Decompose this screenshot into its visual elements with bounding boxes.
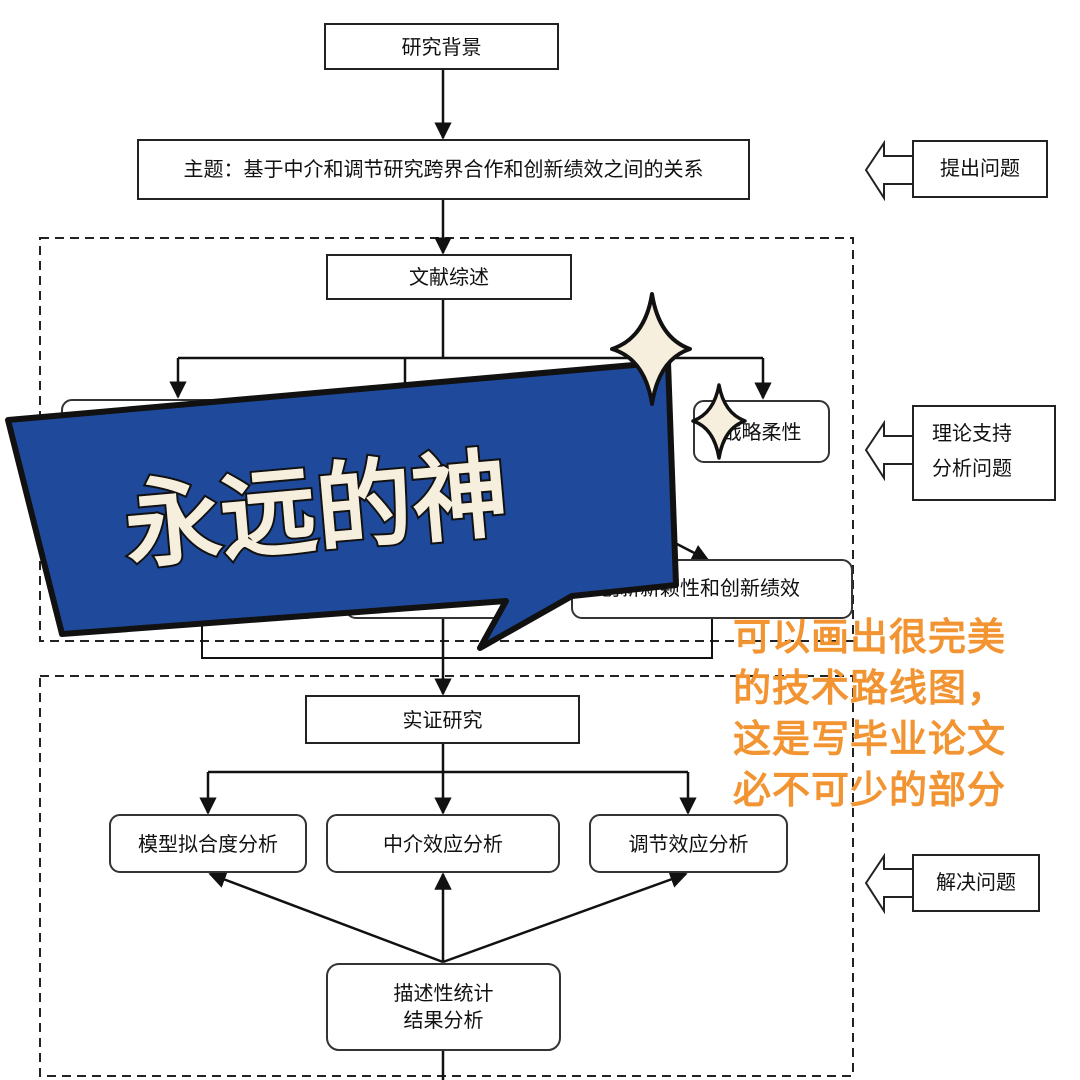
node-background: 研究背景	[324, 23, 559, 70]
node-empirical: 实证研究	[305, 695, 580, 744]
node-hidden-bottom-mid	[345, 559, 541, 619]
arrow-desc-to-moderation	[442, 871, 688, 964]
node-moderation: 调节效应分析	[589, 814, 788, 873]
side-raise-question: 提出问题	[864, 139, 1048, 202]
node-background-label: 研究背景	[402, 35, 482, 59]
node-theme-label: 主题：基于中介和调节研究跨界合作和创新绩效之间的关系	[184, 157, 704, 181]
node-model-fit-label: 模型拟合度分析	[138, 832, 278, 856]
hollow-left-arrow-icon	[864, 852, 914, 915]
arrow-desc-to-model-fit	[208, 871, 444, 964]
node-theme: 主题：基于中介和调节研究跨界合作和创新绩效之间的关系	[137, 139, 750, 200]
node-descriptive-stats-line2: 结果分析	[404, 1008, 484, 1032]
node-mediation: 中介效应分析	[326, 814, 560, 873]
node-hidden-bottom-left	[201, 559, 317, 619]
node-hidden-left	[61, 399, 263, 461]
node-model-fit: 模型拟合度分析	[109, 814, 307, 873]
node-strategic-flexibility-label: 战略柔性	[722, 420, 802, 444]
node-innovation-novelty-label: 创新新颖性和创新绩效	[600, 576, 800, 600]
caption-text: 可以画出很完美 的技术路线图， 这是写毕业论文 必不可少的部分	[733, 615, 1007, 812]
side-theory-support-line1: 理论支持	[932, 421, 1012, 445]
line-bottom-bracket	[201, 618, 713, 659]
empirical-section-frame	[39, 675, 854, 1077]
node-mediation-label: 中介效应分析	[383, 832, 503, 856]
node-literature-label: 文献综述	[409, 265, 489, 289]
side-solve-question: 解决问题	[864, 852, 1040, 915]
side-theory-support-line2: 分析问题	[932, 456, 1012, 480]
node-empirical-label: 实证研究	[403, 708, 483, 732]
node-moderation-label: 调节效应分析	[629, 832, 749, 856]
hollow-left-arrow-icon	[864, 139, 914, 202]
arrow-to-novelty	[639, 523, 710, 562]
node-literature: 文献综述	[326, 254, 572, 300]
side-raise-question-label: 提出问题	[940, 156, 1020, 180]
node-descriptive-stats: 描述性统计 结果分析	[326, 963, 561, 1051]
side-theory-support: 理论支持 分析问题	[864, 405, 1056, 501]
side-solve-question-label: 解决问题	[936, 870, 1016, 894]
node-innovation-novelty: 创新新颖性和创新绩效	[571, 559, 853, 619]
node-descriptive-stats-line1: 描述性统计	[394, 981, 494, 1005]
node-strategic-flexibility: 战略柔性	[693, 400, 830, 463]
hollow-left-arrow-icon	[864, 419, 914, 482]
